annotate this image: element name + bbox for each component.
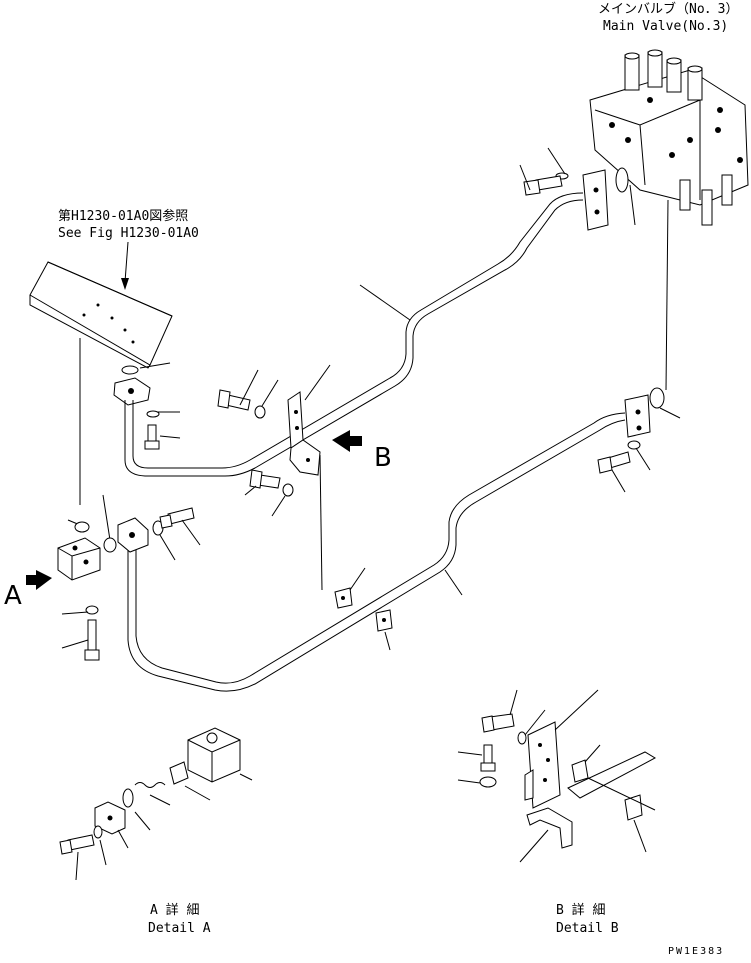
detail-b-assembly bbox=[479, 713, 657, 849]
valve-drop-line bbox=[665, 199, 669, 391]
o-ring bbox=[74, 521, 90, 533]
main-valve-label-en: Main Valve(No.3) bbox=[603, 19, 728, 34]
lower-right-flange bbox=[624, 394, 651, 438]
left-flange bbox=[117, 517, 149, 553]
upper-pipe bbox=[124, 199, 584, 477]
main-valve-assembly bbox=[589, 49, 749, 226]
washer bbox=[282, 483, 294, 497]
reference-leader bbox=[124, 241, 129, 283]
view-b-marker: B bbox=[374, 443, 392, 473]
lower-pipe bbox=[127, 419, 626, 692]
detail-a-assembly bbox=[59, 727, 241, 855]
bolt bbox=[84, 619, 100, 661]
lower-pipe-leader bbox=[444, 569, 463, 596]
o-ring bbox=[121, 365, 139, 375]
o-ring bbox=[649, 387, 665, 409]
view-b-arrow-icon bbox=[332, 430, 362, 452]
valve-block-a bbox=[57, 537, 101, 581]
washer bbox=[146, 410, 160, 418]
drawing-code: PW1E383 bbox=[668, 946, 724, 957]
bolt bbox=[217, 389, 251, 411]
main-valve-label-jp: メインバルブ（No．3） bbox=[598, 1, 738, 17]
reference-label-en: See Fig H1230-01A0 bbox=[58, 226, 199, 241]
detail-a-label-jp: A 詳 細 bbox=[150, 902, 199, 918]
washer bbox=[254, 405, 266, 419]
bolt bbox=[249, 469, 281, 489]
bracket-drop-line bbox=[319, 454, 323, 591]
detail-a-label-en: Detail A bbox=[148, 921, 211, 936]
bolt bbox=[523, 175, 563, 196]
upper-left-flange bbox=[113, 377, 151, 406]
detail-b-label-en: Detail B bbox=[556, 921, 619, 936]
clamp bbox=[334, 587, 353, 609]
o-ring bbox=[615, 167, 629, 193]
o-ring bbox=[103, 537, 117, 553]
bolt bbox=[597, 451, 631, 474]
view-a-marker: A bbox=[4, 581, 22, 611]
detail-b-label-jp: B 詳 細 bbox=[556, 902, 605, 918]
bolt bbox=[159, 507, 195, 529]
mounting-bracket bbox=[287, 391, 321, 476]
washer bbox=[627, 440, 641, 450]
upper-right-flange bbox=[582, 169, 609, 231]
reference-label-jp: 第H1230-01A0図参照 bbox=[58, 208, 188, 224]
view-a-arrow-icon bbox=[26, 570, 52, 590]
upper-pipe-leader bbox=[359, 284, 411, 321]
bolt bbox=[144, 424, 160, 450]
clamp bbox=[375, 609, 393, 632]
reference-arrow-icon bbox=[121, 278, 129, 290]
washer bbox=[85, 605, 99, 615]
reference-block bbox=[29, 261, 173, 369]
